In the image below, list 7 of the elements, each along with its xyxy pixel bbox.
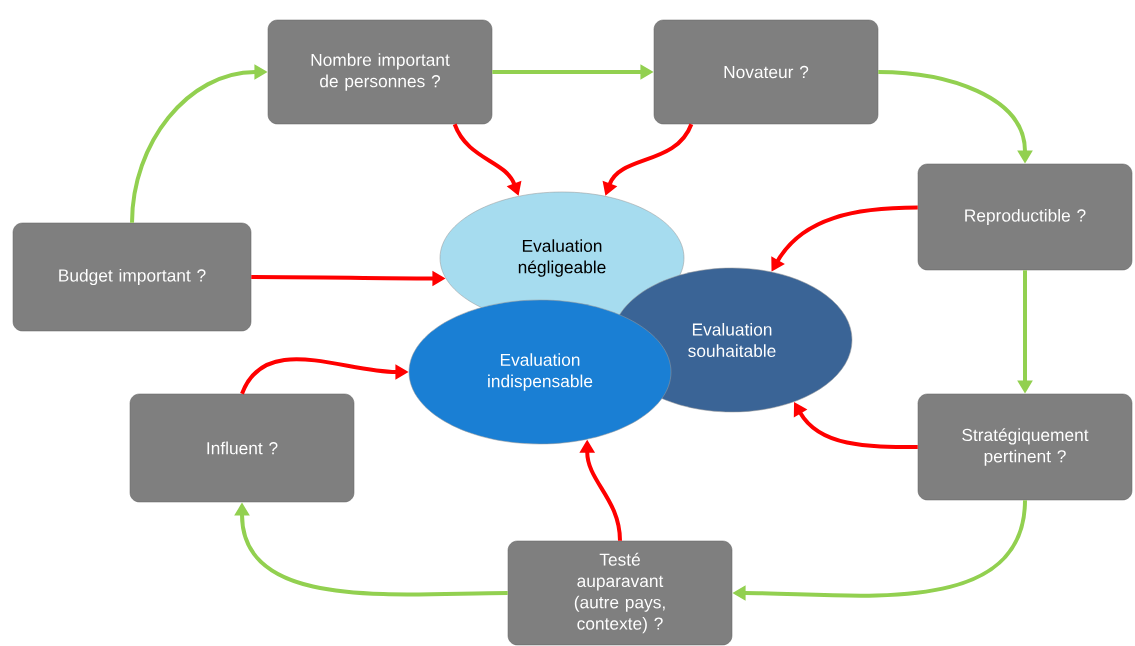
question-box: Influent ? bbox=[129, 393, 355, 503]
question-box: Budget important ? bbox=[12, 222, 252, 332]
question-box: Stratégiquement pertinent ? bbox=[917, 393, 1133, 501]
question-box: Testé auparavant (autre pays, contexte) ? bbox=[507, 540, 733, 646]
question-box: Reproductible ? bbox=[917, 163, 1133, 271]
question-box: Nombre important de personnes ? bbox=[267, 19, 493, 125]
question-box: Novateur ? bbox=[653, 19, 879, 125]
